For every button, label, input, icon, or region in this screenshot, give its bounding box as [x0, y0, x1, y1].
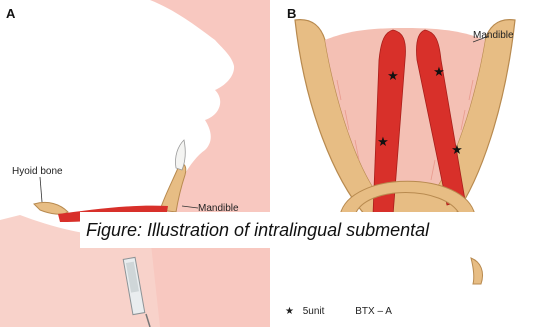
legend: ★ 5unit BTX – A [285, 306, 392, 317]
panel-b-illustration: ★ ★ ★ ★ [275, 0, 544, 327]
star-icon: ★ [285, 306, 294, 317]
hyoid-leader-line [40, 177, 42, 202]
panel-b: B ★ ★ ★ ★ Mandible [275, 0, 544, 327]
panel-a: A Hyoid bone Mandible [0, 0, 270, 327]
hyoid-bone-shape [34, 202, 68, 214]
lower-arch-fragment [471, 258, 483, 284]
legend-star-label: 5unit [303, 306, 325, 317]
injection-star-2: ★ [433, 64, 445, 79]
legend-drug-label: BTX – A [355, 306, 392, 317]
panel-a-illustration [0, 0, 270, 327]
injection-star-4: ★ [451, 142, 463, 157]
mandible-label-b: Mandible [473, 30, 514, 41]
injection-star-3: ★ [377, 134, 389, 149]
tooth [175, 140, 185, 170]
injection-star-1: ★ [387, 68, 399, 83]
hyoid-bone-label: Hyoid bone [12, 166, 63, 177]
figure-caption: Figure: Illustration of intralingual sub… [80, 212, 544, 248]
